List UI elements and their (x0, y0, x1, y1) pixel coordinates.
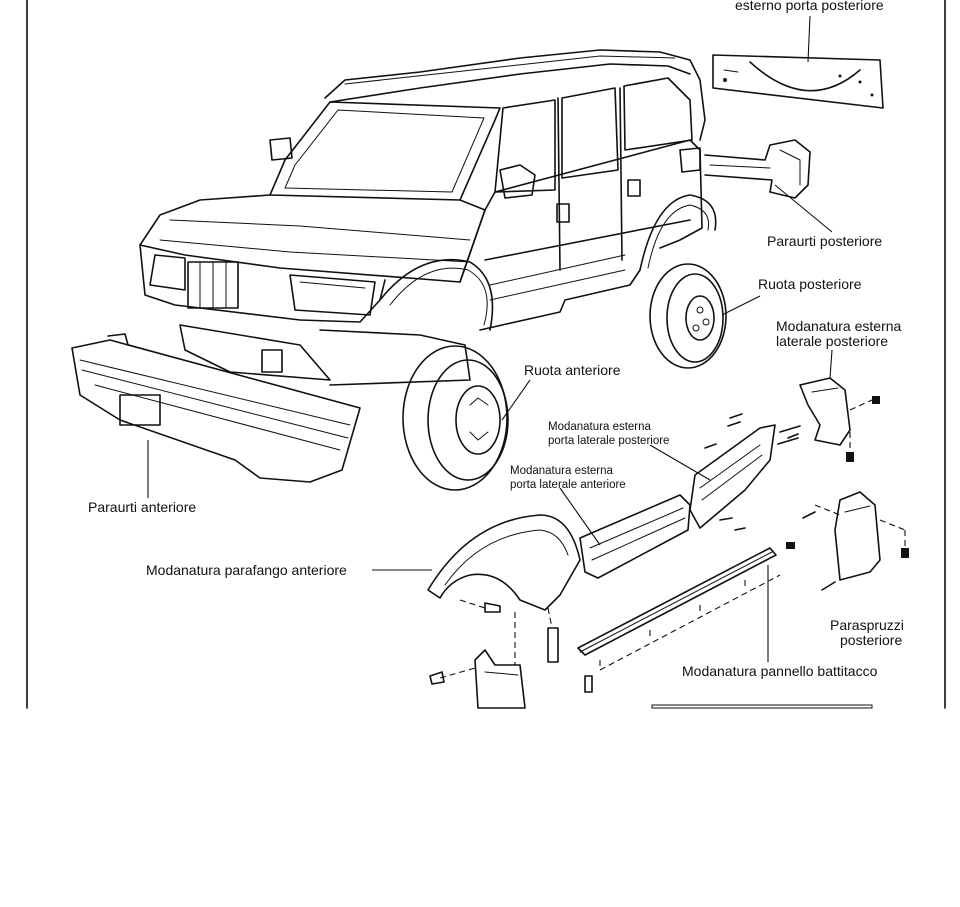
label-rear-bumper: Paraurti posteriore (767, 233, 882, 249)
rear-mudflap-part (802, 491, 909, 591)
leader-line-rear-side-molding (829, 349, 833, 379)
rear-bumper-part (704, 139, 833, 233)
label-rear-door-molding-2: porta laterale posteriore (548, 435, 669, 447)
label-mudflap-1: Paraspruzzi (830, 617, 904, 633)
leader-line-rear-wheel (721, 295, 761, 316)
front-splash-shield-part (429, 649, 526, 709)
label-front-door-molding-2: porta laterale anteriore (510, 479, 626, 491)
leader-line-rear-door-molding (649, 444, 711, 481)
rear-door-outer-panel (712, 15, 884, 109)
front-wheel-part (402, 345, 531, 491)
label-front-fender-molding: Modanatura parafango anteriore (146, 562, 347, 578)
label-rocker-molding: Modanatura pannello battitacco (682, 663, 878, 679)
label-front-bumper: Paraurti anteriore (88, 499, 196, 515)
rear-side-molding-part (777, 349, 880, 462)
label-front-wheel: Ruota anteriore (524, 362, 621, 378)
label-rear-side-molding-2: laterale posteriore (776, 333, 888, 349)
label-rear-wheel: Ruota posteriore (758, 276, 862, 292)
rear-door-molding-part (649, 413, 799, 531)
leader-line-front-wheel (501, 379, 531, 421)
label-mudflap-2: posteriore (840, 632, 902, 648)
leader-line-front-door-molding (559, 487, 601, 546)
label-front-door-molding-1: Modanatura esterna (510, 465, 614, 477)
rear-wheel-part (649, 263, 761, 369)
front-bumper-part (71, 333, 361, 498)
vehicle-body-drawing (139, 49, 717, 386)
front-fender-molding-part (372, 514, 581, 665)
label-rear-door-molding-1: Modanatura esterna (548, 421, 652, 433)
leader-line-top (807, 15, 811, 63)
label-rear-side-molding-1: Modanatura esterna (776, 318, 902, 334)
front-door-molding-part (559, 487, 691, 579)
label-rear-door-outer: esterno porta posteriore (735, 0, 884, 13)
leader-line-rear-bumper (774, 184, 833, 233)
rocker-panel-molding-part (577, 542, 795, 693)
